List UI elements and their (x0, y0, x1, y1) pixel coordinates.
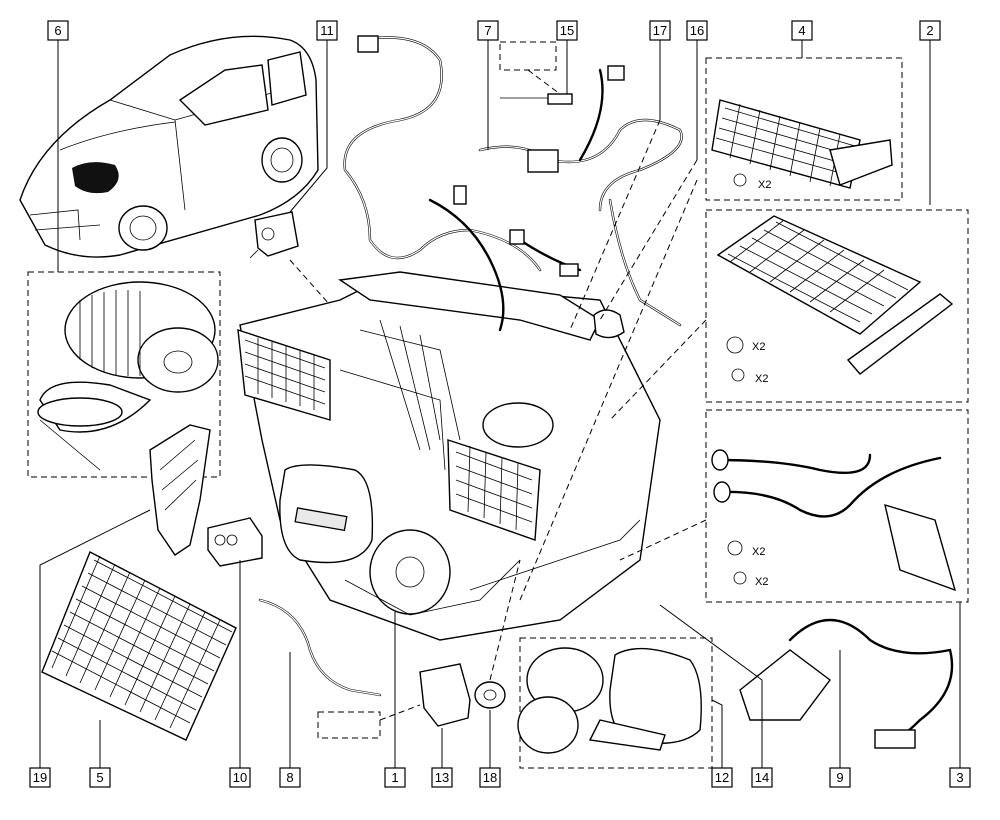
svg-text:16: 16 (690, 23, 704, 38)
callout-15: 15 (556, 20, 578, 41)
callout-7: 7 (477, 20, 499, 41)
frame-sensor (499, 41, 557, 71)
svg-text:14: 14 (755, 770, 769, 785)
qty-screws-4: X2 (758, 179, 771, 191)
callout-5: 5 (89, 767, 111, 788)
frame-seals (519, 637, 713, 769)
frame-blower-motor (27, 271, 221, 478)
svg-text:11: 11 (320, 23, 334, 38)
svg-text:7: 7 (484, 23, 491, 38)
callout-11: 11 (316, 20, 338, 41)
svg-text:1: 1 (391, 770, 398, 785)
wiring-harness-7 (343, 35, 683, 332)
svg-text:4: 4 (798, 23, 805, 38)
resistor-13 (419, 663, 471, 727)
temp-sensor-15 (500, 93, 573, 105)
svg-text:18: 18 (483, 770, 497, 785)
heater-core: X2 X2 (716, 215, 954, 385)
svg-text:6: 6 (54, 23, 61, 38)
callout-3: 3 (949, 767, 971, 788)
wiring-harness-9 (739, 618, 954, 749)
qty-seals-2: X2 (752, 341, 765, 353)
car-illustration (19, 35, 319, 258)
svg-text:13: 13 (435, 770, 449, 785)
qty-screws-2: X2 (755, 373, 768, 385)
evaporator: X2 (711, 99, 893, 191)
actuator-16 (593, 309, 625, 339)
svg-text:2: 2 (926, 23, 933, 38)
grommet-18 (474, 681, 506, 709)
expansion-valve (207, 517, 263, 567)
pipe-8 (258, 598, 382, 697)
svg-text:19: 19 (33, 770, 47, 785)
frame-heater-core (705, 209, 969, 403)
svg-text:8: 8 (286, 770, 293, 785)
svg-text:12: 12 (715, 770, 729, 785)
callout-18: 18 (479, 767, 501, 788)
qty-screws-3: X2 (755, 576, 768, 588)
callout-4: 4 (791, 20, 813, 41)
svg-text:9: 9 (836, 770, 843, 785)
heater-unit-main (237, 271, 661, 641)
svg-text:5: 5 (96, 770, 103, 785)
svg-text:15: 15 (560, 23, 574, 38)
callout-13: 13 (431, 767, 453, 788)
callout-19: 19 (29, 767, 51, 788)
air-flap-part (149, 424, 211, 556)
hoses-3: X2 X2 (711, 449, 957, 592)
blower-motor-fan (37, 281, 219, 471)
callout-9: 9 (829, 767, 851, 788)
actuator-11 (249, 211, 299, 259)
callout-16: 16 (686, 20, 708, 41)
leader-lines (39, 40, 961, 768)
callout-2: 2 (919, 20, 941, 41)
callout-8: 8 (279, 767, 301, 788)
callout-1: 1 (384, 767, 406, 788)
frame-connector-13 (317, 711, 381, 739)
seals-12 (517, 647, 702, 754)
svg-text:3: 3 (956, 770, 963, 785)
svg-text:10: 10 (233, 770, 247, 785)
frame-evaporator (705, 57, 903, 201)
cabin-filter (41, 551, 237, 741)
svg-text:17: 17 (653, 23, 667, 38)
callout-6: 6 (47, 20, 69, 41)
callout-10: 10 (229, 767, 251, 788)
callout-14: 14 (751, 767, 773, 788)
frame-hoses (705, 409, 969, 603)
qty-seals-3: X2 (752, 546, 765, 558)
callout-12: 12 (711, 767, 733, 788)
callout-17: 17 (649, 20, 671, 41)
